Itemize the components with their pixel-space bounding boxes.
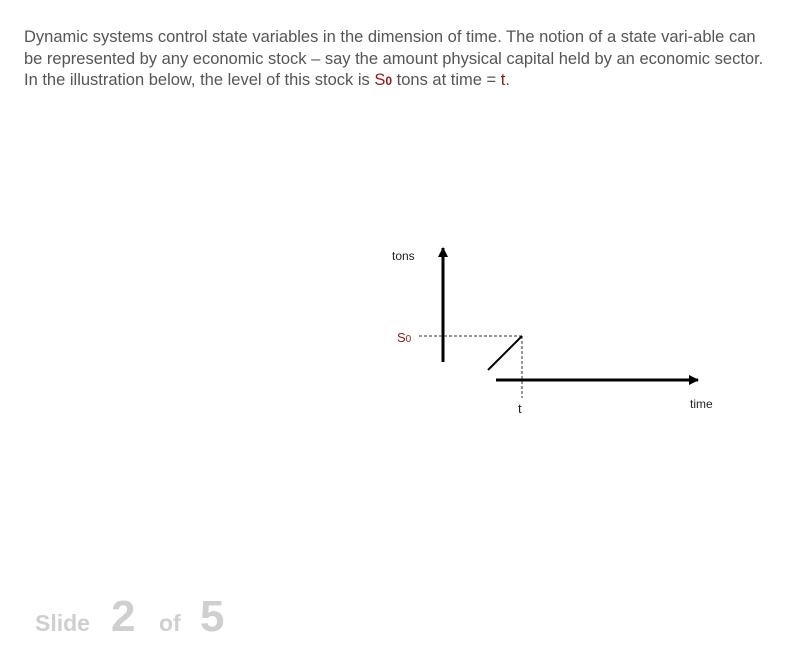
intro-stock-subscript: 0 (385, 74, 393, 88)
level-subscript: 0 (406, 334, 412, 345)
x-axis-label: time (690, 397, 713, 411)
current-slide-number: 2 (111, 592, 136, 641)
of-word: of (159, 610, 181, 636)
intro-stock-letter: S (374, 71, 386, 89)
intro-time-symbol: t (500, 71, 506, 89)
slide-word: Slide (35, 610, 90, 636)
intro-text-1: Dynamic systems control state variables … (24, 28, 764, 89)
intro-paragraph: Dynamic systems control state variables … (24, 27, 769, 93)
intro-stock-symbol: S0 (374, 71, 392, 89)
y-axis-label: tons (392, 249, 415, 263)
time-tick-label: t (518, 401, 522, 416)
level-letter: S (397, 330, 406, 345)
total-slide-number: 5 (200, 592, 225, 641)
level-label: S0 (397, 330, 412, 345)
intro-text-2: tons at time = (392, 71, 501, 89)
intro-text-3: . (505, 71, 510, 89)
stock-trajectory-line (487, 335, 523, 371)
